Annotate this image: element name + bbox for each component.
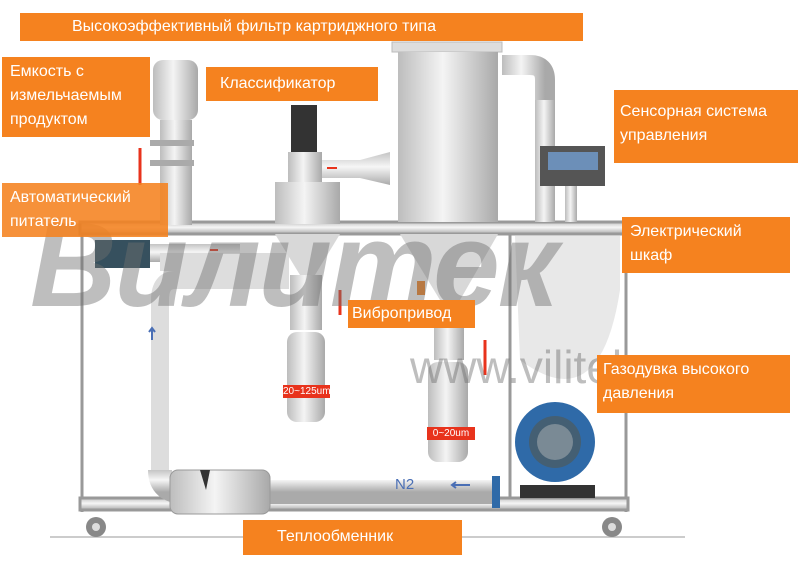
wheel-right	[602, 517, 622, 537]
touch-control-panel	[540, 146, 605, 222]
flow-arrow-left-icon	[450, 481, 470, 489]
tag-coarse-fraction: 20~125um	[283, 385, 331, 398]
pipe-label-n2: N2	[395, 476, 415, 493]
product-container	[138, 60, 198, 225]
label-electric-cabinet: Электрический шкаф	[622, 217, 790, 273]
label-blower: Газодувка высокого давления	[597, 355, 790, 413]
label-filter: Высокоэффективный фильтр картриджного ти…	[20, 13, 583, 41]
label-classifier: Классификатор	[206, 67, 378, 101]
label-feeder: Автоматический питатель	[2, 183, 168, 237]
flow-arrow-up-icon	[148, 326, 156, 340]
label-control-system: Сенсорная система управления	[614, 90, 798, 163]
wheel-left	[86, 517, 106, 537]
vibrator	[417, 281, 425, 295]
tag-fine-fraction: 0~20um	[427, 427, 475, 440]
label-container: Емкость с измельчаемым продуктом	[2, 57, 150, 137]
classifier	[275, 105, 390, 422]
electric-cabinet	[515, 236, 620, 379]
cartridge-filter	[391, 41, 555, 462]
label-heat-exchanger: Теплообменник	[243, 520, 462, 555]
heat-exchanger	[169, 469, 271, 515]
high-pressure-blower	[515, 402, 595, 498]
label-vibro-drive: Вибропривод	[348, 300, 475, 328]
